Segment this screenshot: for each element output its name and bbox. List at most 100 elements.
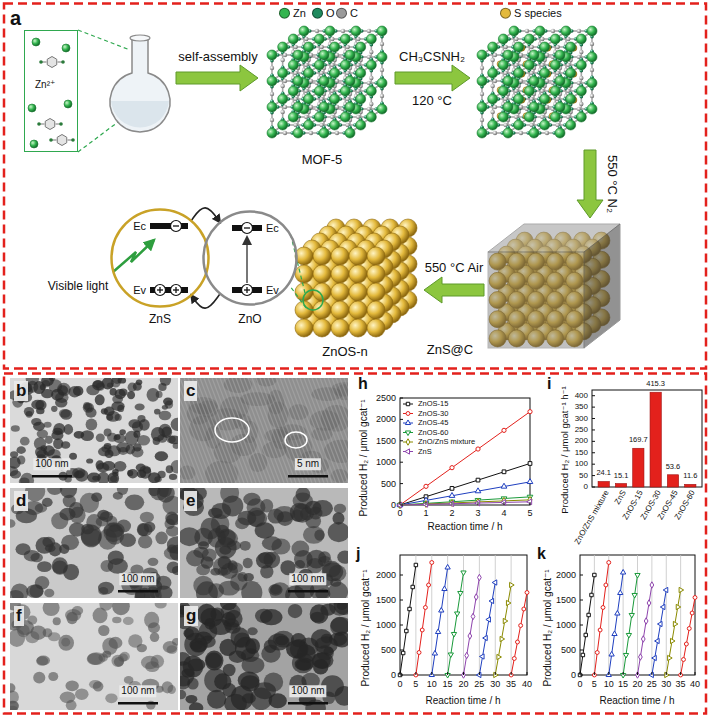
nanoparticle bbox=[10, 451, 18, 457]
data-marker bbox=[450, 466, 454, 470]
nanoparticle bbox=[127, 391, 135, 399]
nanoparticle bbox=[120, 533, 136, 547]
sulfurized-cube bbox=[477, 26, 597, 138]
nanoparticle bbox=[196, 564, 210, 575]
zinc-cluster bbox=[529, 128, 539, 138]
bar bbox=[598, 481, 609, 487]
precursor-molecules bbox=[28, 38, 75, 148]
nanoparticle bbox=[19, 477, 30, 483]
nanoparticle bbox=[167, 562, 178, 574]
nanoparticle bbox=[255, 609, 273, 623]
hole-symbol bbox=[171, 285, 182, 296]
zinc-cluster bbox=[293, 50, 303, 60]
zinc-cluster bbox=[340, 60, 350, 70]
nanoparticle bbox=[63, 495, 76, 508]
nanoparticle bbox=[55, 392, 68, 403]
process-arrow bbox=[395, 65, 470, 91]
zno-zns-particle bbox=[331, 319, 349, 337]
nanoparticle bbox=[65, 680, 78, 691]
zinc-cluster bbox=[529, 102, 539, 112]
nanoparticle bbox=[51, 406, 57, 412]
scale-bar bbox=[288, 475, 328, 478]
nanoparticle bbox=[63, 424, 73, 435]
carbon-atom bbox=[490, 110, 494, 114]
zinc-cluster bbox=[267, 102, 277, 112]
nanoparticle bbox=[81, 430, 94, 441]
nanoparticle bbox=[315, 636, 338, 654]
zinc-cluster bbox=[340, 86, 350, 96]
nanoparticle bbox=[202, 548, 217, 561]
nanoparticle bbox=[95, 394, 105, 405]
zno-zns-particle bbox=[295, 319, 313, 337]
zno-zns-particle bbox=[349, 283, 367, 301]
zinc-cluster bbox=[529, 76, 539, 86]
nanoparticle bbox=[189, 702, 203, 710]
nanoparticle bbox=[337, 550, 348, 563]
nanoparticle bbox=[114, 461, 127, 472]
zinc-cluster bbox=[529, 50, 539, 60]
nanoparticle bbox=[207, 690, 226, 709]
sign-stroke bbox=[244, 227, 250, 228]
zinc-cluster bbox=[550, 34, 560, 44]
carbon-atom bbox=[309, 79, 313, 83]
zinc-cluster bbox=[477, 50, 487, 60]
nanoparticle bbox=[190, 638, 207, 652]
nanoparticle bbox=[43, 628, 53, 637]
nanoparticle bbox=[68, 386, 81, 397]
carbon-atom bbox=[270, 66, 274, 70]
process-arrow bbox=[424, 277, 484, 303]
nanoparticle bbox=[40, 445, 47, 451]
bar bbox=[650, 392, 661, 487]
heterostructure-cube bbox=[295, 219, 417, 337]
zinc-cluster bbox=[356, 94, 366, 104]
zno-zns-particle bbox=[349, 265, 367, 283]
carbon-atom bbox=[503, 45, 507, 49]
carbon-atom bbox=[280, 84, 284, 88]
nanoparticle bbox=[106, 414, 113, 421]
carbon-atom bbox=[270, 92, 274, 96]
nanoparticle bbox=[145, 661, 159, 672]
nanoparticle bbox=[72, 606, 83, 615]
zinc-cluster bbox=[319, 128, 329, 138]
nanoparticle bbox=[297, 645, 316, 664]
carbon-atom bbox=[490, 58, 494, 62]
nanoparticle bbox=[148, 472, 161, 483]
nanoparticle bbox=[26, 411, 33, 418]
scale-bar bbox=[118, 590, 158, 593]
zno-zns-particle bbox=[367, 265, 385, 283]
nanoparticle bbox=[171, 460, 178, 473]
nanoparticle bbox=[42, 498, 53, 507]
zinc-cluster bbox=[366, 60, 376, 70]
zinc-cluster bbox=[550, 60, 560, 70]
nanoparticle bbox=[315, 588, 330, 598]
zinc-cluster bbox=[550, 112, 560, 122]
nanoparticle bbox=[300, 507, 314, 520]
lattice-fringe bbox=[340, 378, 348, 483]
nanoparticle bbox=[53, 617, 61, 625]
zinc-cluster bbox=[345, 76, 355, 86]
carbon-atom bbox=[545, 105, 549, 109]
carbon-atom bbox=[369, 76, 373, 80]
carbon-atom bbox=[335, 105, 339, 109]
zinc-cluster bbox=[566, 68, 576, 78]
nanoparticle bbox=[33, 672, 45, 684]
nanoparticle bbox=[92, 380, 104, 390]
nanoparticle bbox=[102, 651, 111, 658]
zinc-cluster bbox=[340, 112, 350, 122]
interface-mark bbox=[215, 418, 249, 442]
nanoparticle bbox=[167, 685, 175, 694]
zno-zns-particle bbox=[331, 265, 349, 283]
carbon-atom bbox=[519, 79, 523, 83]
nanoparticle bbox=[158, 383, 166, 391]
zinc-cluster bbox=[540, 42, 550, 52]
nanoparticle bbox=[220, 488, 239, 503]
nanoparticle bbox=[218, 530, 238, 547]
zno-zns-particle bbox=[367, 283, 385, 301]
nanoparticle bbox=[63, 564, 79, 580]
nanoparticle bbox=[10, 690, 19, 703]
carbon-atom bbox=[283, 79, 287, 83]
bar bbox=[633, 448, 644, 487]
zinc-cluster bbox=[304, 120, 314, 130]
zinc-cluster bbox=[498, 34, 508, 44]
zinc-cluster bbox=[356, 68, 366, 78]
